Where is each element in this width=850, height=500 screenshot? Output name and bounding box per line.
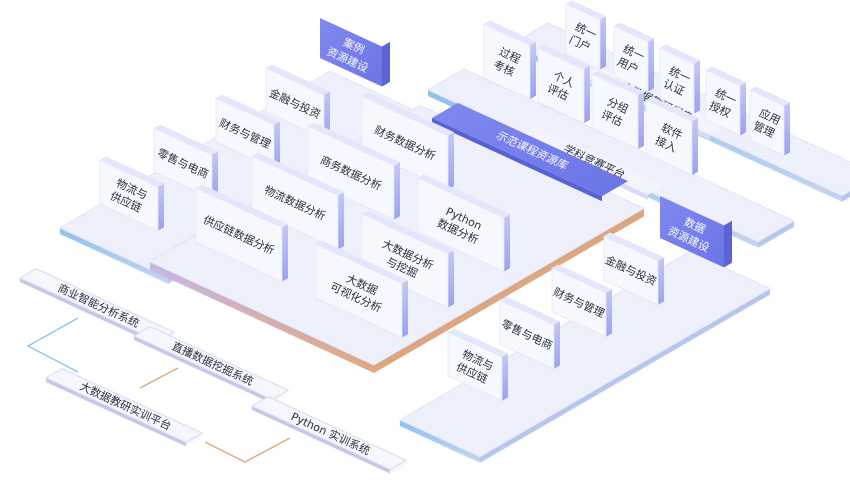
competition-card-0[interactable]: 过程考核	[483, 20, 536, 100]
data-card-3[interactable]: 物流与供应链	[447, 328, 508, 402]
system-python[interactable]: Python 实训系统	[250, 396, 408, 474]
portal-card-4[interactable]: 应用管理	[749, 86, 790, 157]
system-live-label: 直播数据挖掘系统	[170, 339, 256, 388]
demo-card-3[interactable]: 供应链数据分析	[195, 184, 288, 283]
case-tag: 案例资源建设	[320, 18, 390, 87]
competition-card-3[interactable]: 软件接入	[645, 96, 698, 176]
system-platform-label: 大数据教研实训平台	[78, 379, 174, 433]
portal-card-1[interactable]: 统一用户	[613, 22, 654, 93]
data-tag: 数据资源建设	[660, 196, 732, 268]
demo-card-2[interactable]: 物流数据分析	[251, 152, 344, 251]
case-card-3[interactable]: 物流与供应链	[99, 156, 164, 232]
system-platform[interactable]: 大数据教研实训平台	[44, 368, 204, 447]
system-connectors	[26, 317, 291, 463]
portal-card-2[interactable]: 统一认证	[659, 44, 700, 115]
data-card-1[interactable]: 财务与管理	[551, 264, 612, 338]
competition-card-1[interactable]: 个人评估	[537, 44, 590, 124]
data-card-2[interactable]: 零售与电商	[499, 296, 560, 370]
competition-card-2[interactable]: 分组评估	[591, 70, 644, 150]
case-card-2[interactable]: 零售与电商	[153, 124, 218, 200]
case-card-1[interactable]: 财务与管理	[215, 94, 280, 170]
case-card-0[interactable]: 金融与投资	[265, 64, 330, 140]
system-python-label: Python 实训系统	[289, 409, 373, 458]
system-live[interactable]: 直播数据挖掘系统	[132, 326, 290, 404]
portal-card-0[interactable]: 统一门户	[565, 0, 606, 71]
data-card-0[interactable]: 金融与投资	[603, 232, 664, 306]
demo-card-4[interactable]: Python数据分析	[417, 174, 510, 273]
portal-card-3[interactable]: 统一授权	[705, 66, 746, 137]
